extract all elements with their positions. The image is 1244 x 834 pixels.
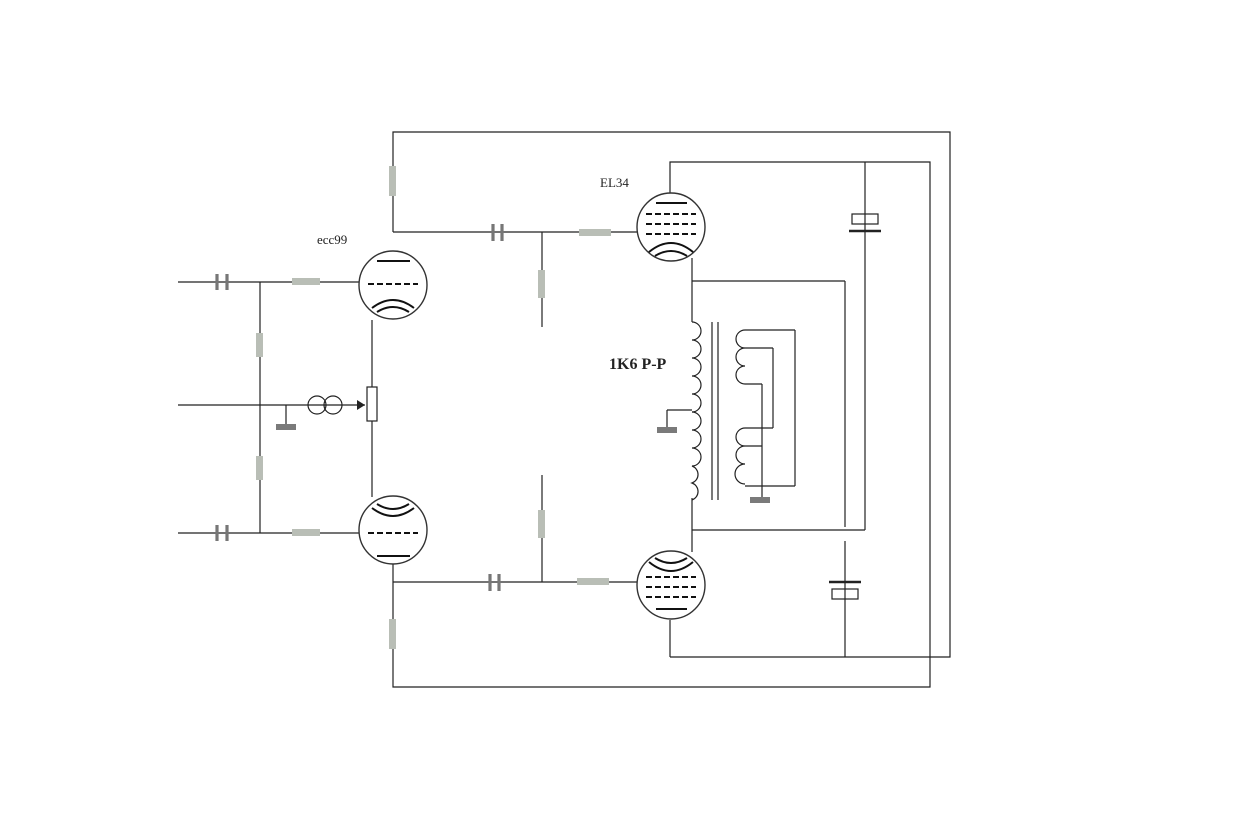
plate-resistor-bottom [389,619,396,649]
grid-leak-bottom [538,510,545,538]
ground-symbol [276,424,296,430]
ecc99-tube-bottom [358,495,428,565]
power-tube-label: EL34 [600,175,629,190]
center-tap-ground-symbol [657,427,677,433]
transformer-label: 1K6 P-P [609,356,667,373]
el34-tube-bottom [636,550,706,620]
feedback-loops [392,131,951,688]
grid-resistor-top [292,278,320,285]
feedback-capacitor-top [851,213,879,225]
bias-resistor-bottom [256,456,263,480]
bias-resistor-top [256,333,263,357]
preamp-tube-label: ecc99 [317,232,347,247]
output-transformer [657,258,796,552]
grid-stopper-top [579,229,611,236]
secondary-ground-symbol [750,497,770,503]
plate-feedback-network [692,162,881,657]
grid-stopper-bottom [577,578,609,585]
feedback-capacitor-bottom [831,588,859,600]
grid-resistor-bottom [292,529,320,536]
interstage-coupling [393,224,640,591]
ecc99-tube-top [358,250,428,320]
grid-leak-top [538,270,545,298]
plate-resistor-top [389,166,396,196]
el34-tube-top [636,192,706,262]
input-stage [178,274,378,541]
cathode-potentiometer [366,386,378,422]
current-source-icon [307,395,327,415]
